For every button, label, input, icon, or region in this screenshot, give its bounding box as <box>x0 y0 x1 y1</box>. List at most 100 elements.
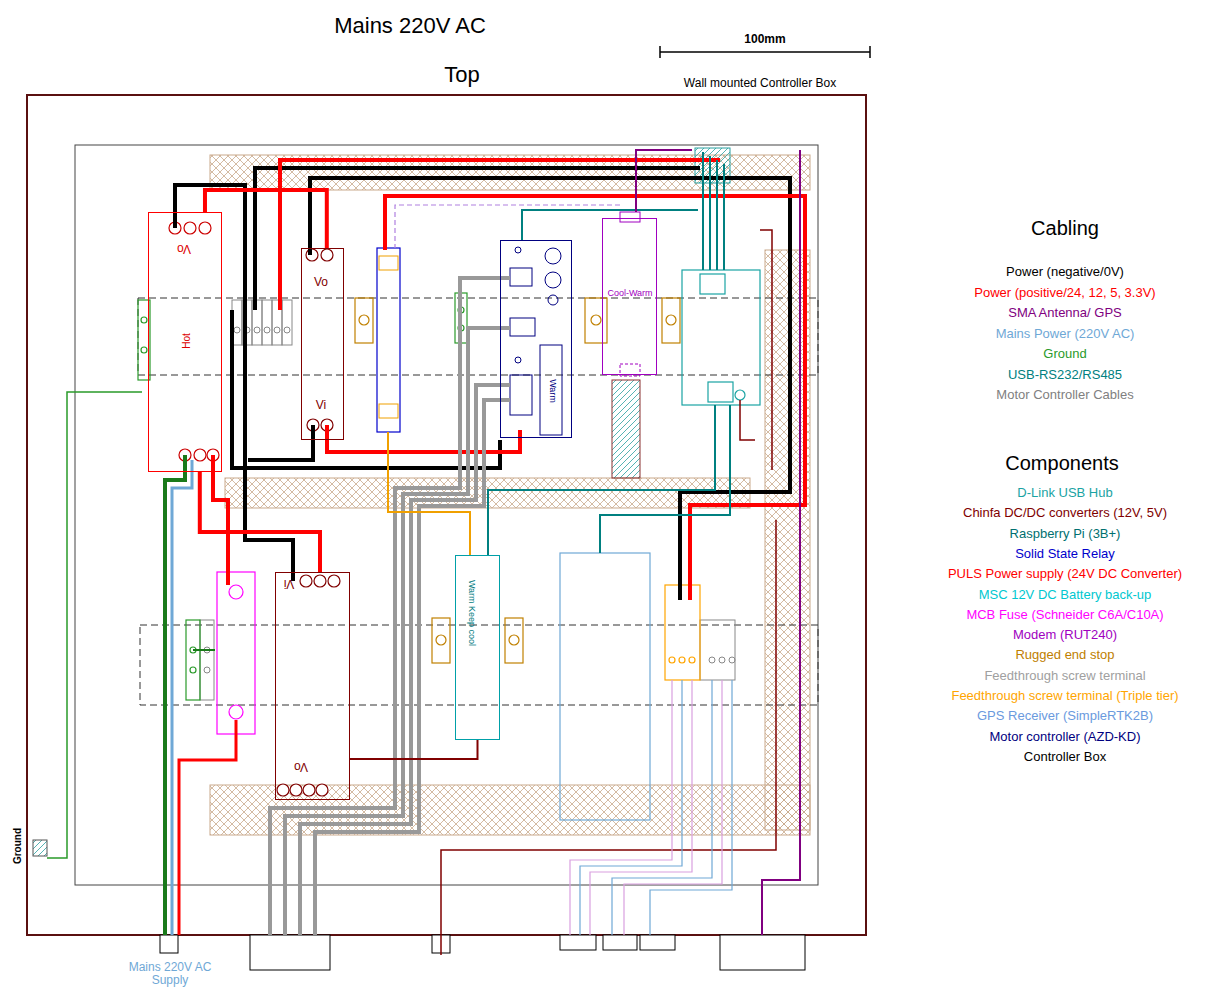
screw-terminal <box>709 657 715 663</box>
legend-entry: USB-RS232/RS485 <box>1008 367 1122 381</box>
view-label: Top <box>444 63 479 87</box>
wire-mains <box>179 720 236 935</box>
supply-label: Mains 220V AC Supply <box>120 961 220 987</box>
wire-antenna <box>395 205 620 248</box>
screw-terminal <box>719 657 725 663</box>
legend-entry: MCB Fuse (Schneider C6A/C10A) <box>966 608 1163 622</box>
wire-antenna <box>395 150 800 935</box>
power-wire <box>200 472 320 572</box>
cable-gland <box>560 935 596 950</box>
wire-gps <box>580 680 682 935</box>
modem: Cool-Warm <box>602 218 656 375</box>
component-label: Vo <box>314 276 328 289</box>
screw-terminal <box>284 327 290 333</box>
ground-terminal <box>141 347 147 353</box>
screw-terminal <box>264 327 270 333</box>
cable-gland <box>640 935 675 950</box>
legend-entry: Modem (RUT240) <box>1013 628 1117 642</box>
cable-gland <box>160 935 178 953</box>
component-label: Wall mounted Controller Box <box>684 77 836 90</box>
ground-stud <box>33 840 47 856</box>
housing-outline <box>27 95 866 935</box>
din-rail <box>140 625 818 705</box>
end-stop <box>666 315 676 325</box>
screw-terminal <box>700 620 735 680</box>
solid-state-relay <box>379 256 398 270</box>
dc-converter: VoVi <box>301 248 344 440</box>
ground-stud <box>33 840 47 856</box>
motor-controller-detail <box>510 247 562 435</box>
solid-state-relay <box>379 404 398 418</box>
cable-duct <box>210 148 810 835</box>
wire-converter <box>441 230 776 955</box>
wire-usb <box>709 156 711 270</box>
wire-motor <box>270 278 510 935</box>
converter-terminals <box>300 575 312 587</box>
cable-gland <box>250 935 330 970</box>
wire-gps <box>570 680 672 935</box>
wire-gps <box>624 680 722 935</box>
cable-gland <box>603 935 637 950</box>
mcb-fuse <box>217 572 255 734</box>
solid-state-relay <box>377 248 400 432</box>
wire-ground <box>47 392 142 858</box>
puls-power-supply: VoHot <box>148 212 222 472</box>
screw-terminal <box>254 327 260 333</box>
legend-entry: PULS Power supply (24V DC Converter) <box>948 567 1182 581</box>
legend-entry: D-Link USB Hub <box>1017 486 1112 500</box>
cable-gland <box>160 935 805 970</box>
legend-entry: Solid State Relay <box>1015 547 1115 561</box>
terminal-circles <box>199 222 211 234</box>
screw-terminal <box>204 667 210 673</box>
wire-mains <box>165 455 185 935</box>
end-stop <box>509 635 519 645</box>
scale-bar <box>869 46 871 58</box>
legend-entry: Rugged end stop <box>1015 648 1114 662</box>
end-stop <box>355 298 373 343</box>
usb-hub <box>700 274 725 294</box>
converter-terminals <box>321 249 333 261</box>
raspberry-pi <box>560 553 650 820</box>
wire-usb <box>488 152 730 555</box>
converter-terminals <box>277 249 340 796</box>
wire-converter <box>760 230 772 470</box>
motor-controller: Warm <box>500 240 572 438</box>
ground-terminal <box>190 667 196 673</box>
triple-tier-terminal <box>679 657 685 663</box>
mcb-fuse <box>217 572 255 734</box>
component-label: Cool-Warm <box>607 289 652 299</box>
scale-bar <box>659 46 661 58</box>
legend-entry: Feedthrough screw terminal <box>984 669 1145 683</box>
wire-red <box>327 425 520 452</box>
triple-tier-terminal <box>665 585 700 680</box>
triple-tier-terminal <box>669 657 675 663</box>
wire-red <box>385 196 805 600</box>
housing-outline <box>27 95 866 935</box>
component-label: Vo <box>177 241 191 254</box>
legend-entry: Feedthrough screw terminal (Triple tier) <box>951 689 1178 703</box>
wire-ground <box>47 392 142 858</box>
end-stop <box>432 618 450 663</box>
terminal-circles <box>184 222 196 234</box>
ground-terminal <box>186 620 200 700</box>
usb-hub <box>735 390 745 400</box>
component-label: Vo <box>294 759 308 772</box>
wire-gps <box>590 680 692 935</box>
wire-usb <box>488 405 715 555</box>
scale-bar <box>660 46 870 58</box>
motor-controller-detail <box>545 272 561 288</box>
wire-usb <box>702 152 704 270</box>
wire-signal <box>388 432 470 555</box>
wire-mains <box>172 460 192 935</box>
wire-mains <box>193 649 215 651</box>
converter-terminals <box>314 575 326 587</box>
raspberry-pi <box>560 553 650 820</box>
wire-antenna <box>762 150 800 935</box>
converter-terminals <box>290 784 302 796</box>
screw-terminal <box>729 657 735 663</box>
wire-gps <box>570 680 732 935</box>
end-stop <box>359 315 369 325</box>
legend-entry: GPS Receiver (SimpleRTK2B) <box>977 709 1153 723</box>
scale-bar <box>660 51 870 53</box>
